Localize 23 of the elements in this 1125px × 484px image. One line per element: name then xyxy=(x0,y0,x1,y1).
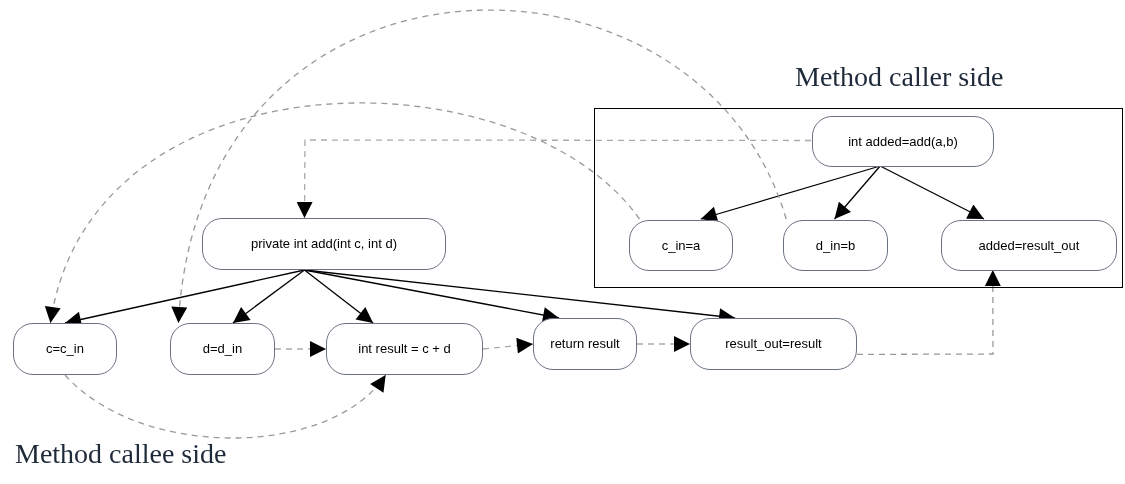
arrow xyxy=(64,374,387,439)
rounded-box: private int add(int c, int d) xyxy=(202,218,446,270)
rounded-box: return result xyxy=(533,318,637,370)
rounded-box: c=c_in xyxy=(13,323,117,375)
arrow xyxy=(274,341,327,357)
section-heading: Method callee side xyxy=(15,440,227,468)
rounded-box: added=result_out xyxy=(941,220,1117,271)
arrow xyxy=(636,336,691,352)
arrow xyxy=(296,139,812,219)
arrow xyxy=(856,269,1001,356)
section-heading: Method caller side xyxy=(795,63,1004,91)
rounded-box: result_out=result xyxy=(690,318,857,370)
rounded-box: int added=add(a,b) xyxy=(812,116,994,167)
arrow xyxy=(833,165,881,220)
rounded-box: d=d_in xyxy=(170,323,275,375)
arrow xyxy=(47,102,641,324)
rounded-box: int result = c + d xyxy=(326,323,483,375)
rounded-box: d_in=b xyxy=(783,220,888,271)
rounded-box: c_in=a xyxy=(629,220,733,271)
arrow xyxy=(232,269,306,324)
arrow xyxy=(173,10,787,324)
arrow xyxy=(303,269,374,324)
arrow xyxy=(482,337,534,354)
